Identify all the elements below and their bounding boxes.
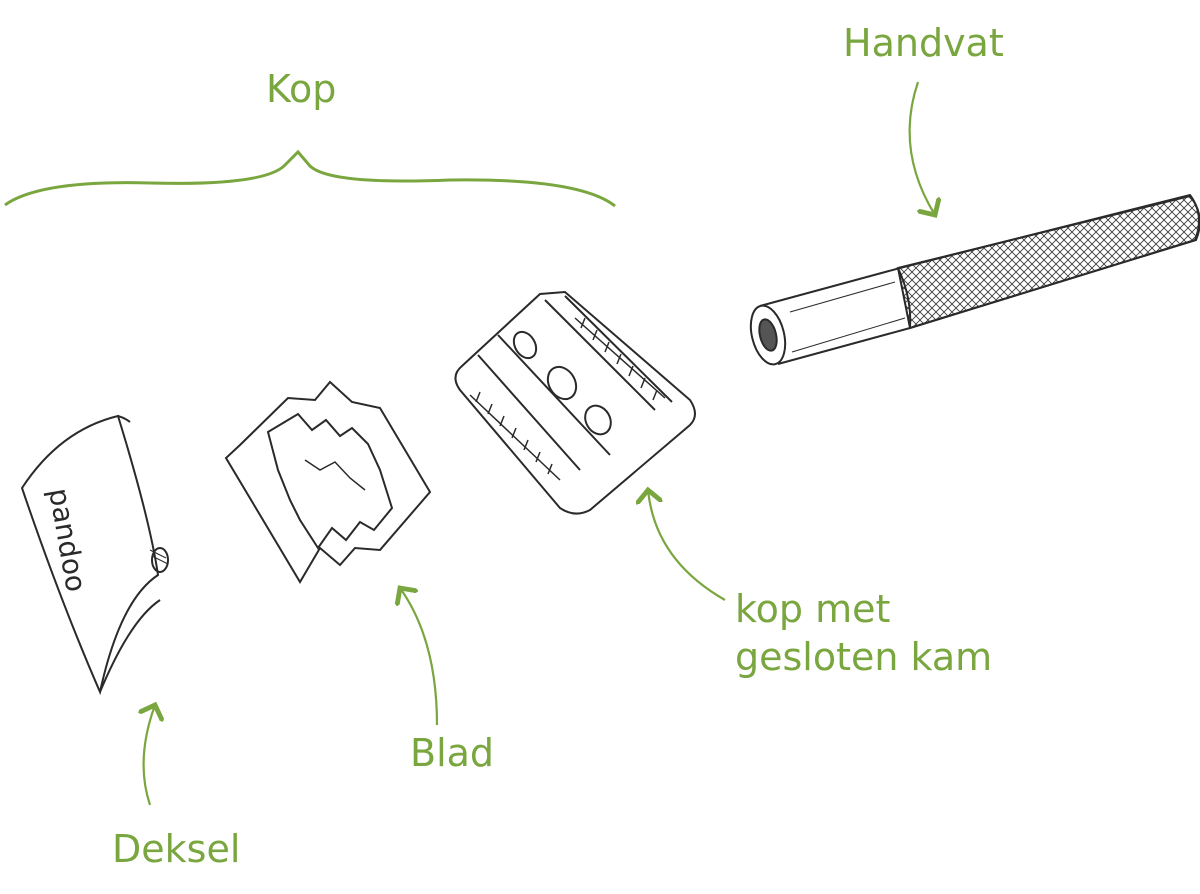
handle-part — [749, 193, 1200, 366]
label-deksel: Deksel — [112, 827, 241, 871]
label-blad: Blad — [410, 731, 495, 775]
label-kop: Kop — [266, 67, 337, 111]
arrow-kop-met — [648, 490, 726, 601]
label-kop-met-line2: gesloten kam — [735, 634, 993, 679]
label-kop-met-line1: kop met — [735, 587, 891, 631]
svg-text:pandoo: pandoo — [42, 485, 93, 594]
cap-part — [20, 414, 169, 696]
arrow-blad — [400, 588, 439, 726]
label-kop-met-gesloten-kam: kop met gesloten kam — [735, 586, 992, 681]
head-with-closed-comb-part — [454, 290, 696, 515]
blade-part — [224, 380, 432, 584]
arrow-handvat — [908, 81, 935, 215]
label-handvat: Handvat — [843, 21, 1004, 65]
arrow-deksel — [144, 705, 155, 806]
pandoo-logo: pandoo — [42, 485, 93, 594]
head-brace — [4, 149, 616, 208]
